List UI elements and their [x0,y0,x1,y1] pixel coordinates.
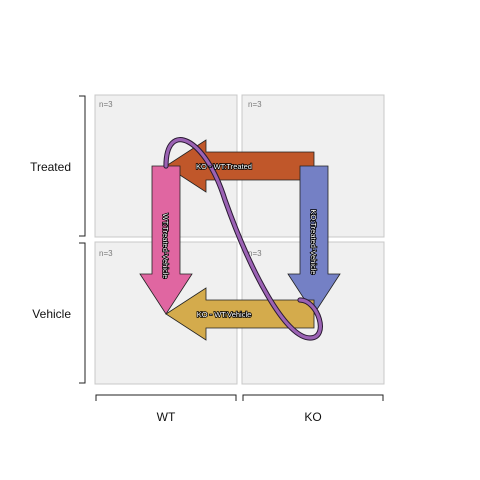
row-label-vehicle: Vehicle [32,307,71,321]
row-bracket-treated [79,95,86,237]
arrow-wt-treated-vehicle [139,165,193,315]
arrow-label-ko-treated-vehicle: KO:Treated-Vehicle [309,209,318,274]
arrow-ko-treated-vehicle [287,165,341,315]
n-label-treated-ko: n=3 [248,100,262,109]
column-brackets [95,394,384,401]
arrow-label-ko-wt-treated: KO - WT:Treated [196,162,252,171]
column-bracket-wt [95,394,237,401]
row-brackets [79,95,86,384]
arrow-label-ko-wt-vehicle: KO - WT:Vehicle [197,310,252,319]
column-bracket-ko [242,394,384,401]
row-bracket-vehicle [79,242,86,384]
n-label-treated-wt: n=3 [99,100,113,109]
column-label-ko: KO [304,410,321,424]
arrows [139,139,341,341]
n-label-vehicle-wt: n=3 [99,249,113,258]
row-label-treated: Treated [30,160,71,174]
n-label-vehicle-ko: n=3 [248,249,262,258]
column-label-wt: WT [157,410,176,424]
arrow-label-wt-treated-vehicle: WT:Treated-Vehicle [161,213,170,278]
arrow-ko-wt-vehicle [165,287,315,341]
interaction-curve-fill [164,138,322,340]
